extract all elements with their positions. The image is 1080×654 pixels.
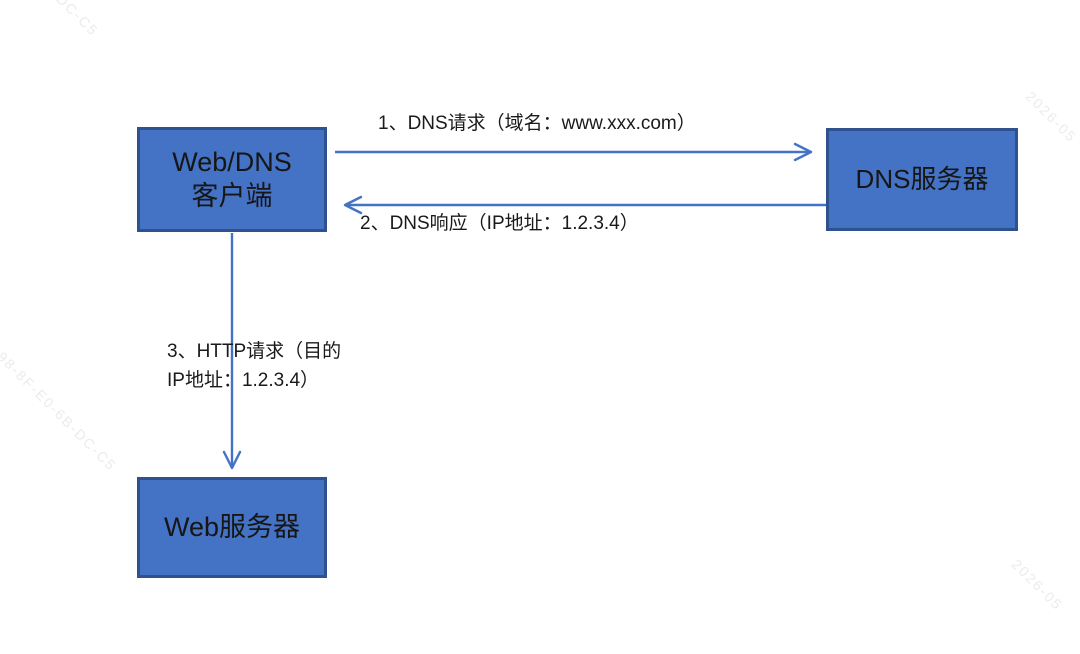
label-dns-response: 2、DNS响应（IP地址：1.2.3.4）	[360, 213, 639, 234]
label-http-request-line2: IP地址：1.2.3.4）	[167, 370, 320, 391]
label-dns-request: 1、DNS请求（域名：www.xxx.com）	[378, 113, 696, 134]
node-label: DNS服务器	[855, 164, 989, 195]
node-label-line: 客户端	[191, 180, 273, 211]
label-http-request-line1: 3、HTTP请求（目的	[167, 341, 342, 362]
node-web-dns-client: Web/DNS 客户端	[137, 127, 327, 232]
node-dns-server: DNS服务器	[826, 128, 1018, 231]
node-label-line: Web/DNS	[172, 146, 292, 177]
node-label: Web服务器	[163, 511, 301, 542]
label-http-request: 3、HTTP请求（目的 IP地址：1.2.3.4）	[167, 337, 397, 395]
node-web-server: Web服务器	[137, 477, 327, 578]
